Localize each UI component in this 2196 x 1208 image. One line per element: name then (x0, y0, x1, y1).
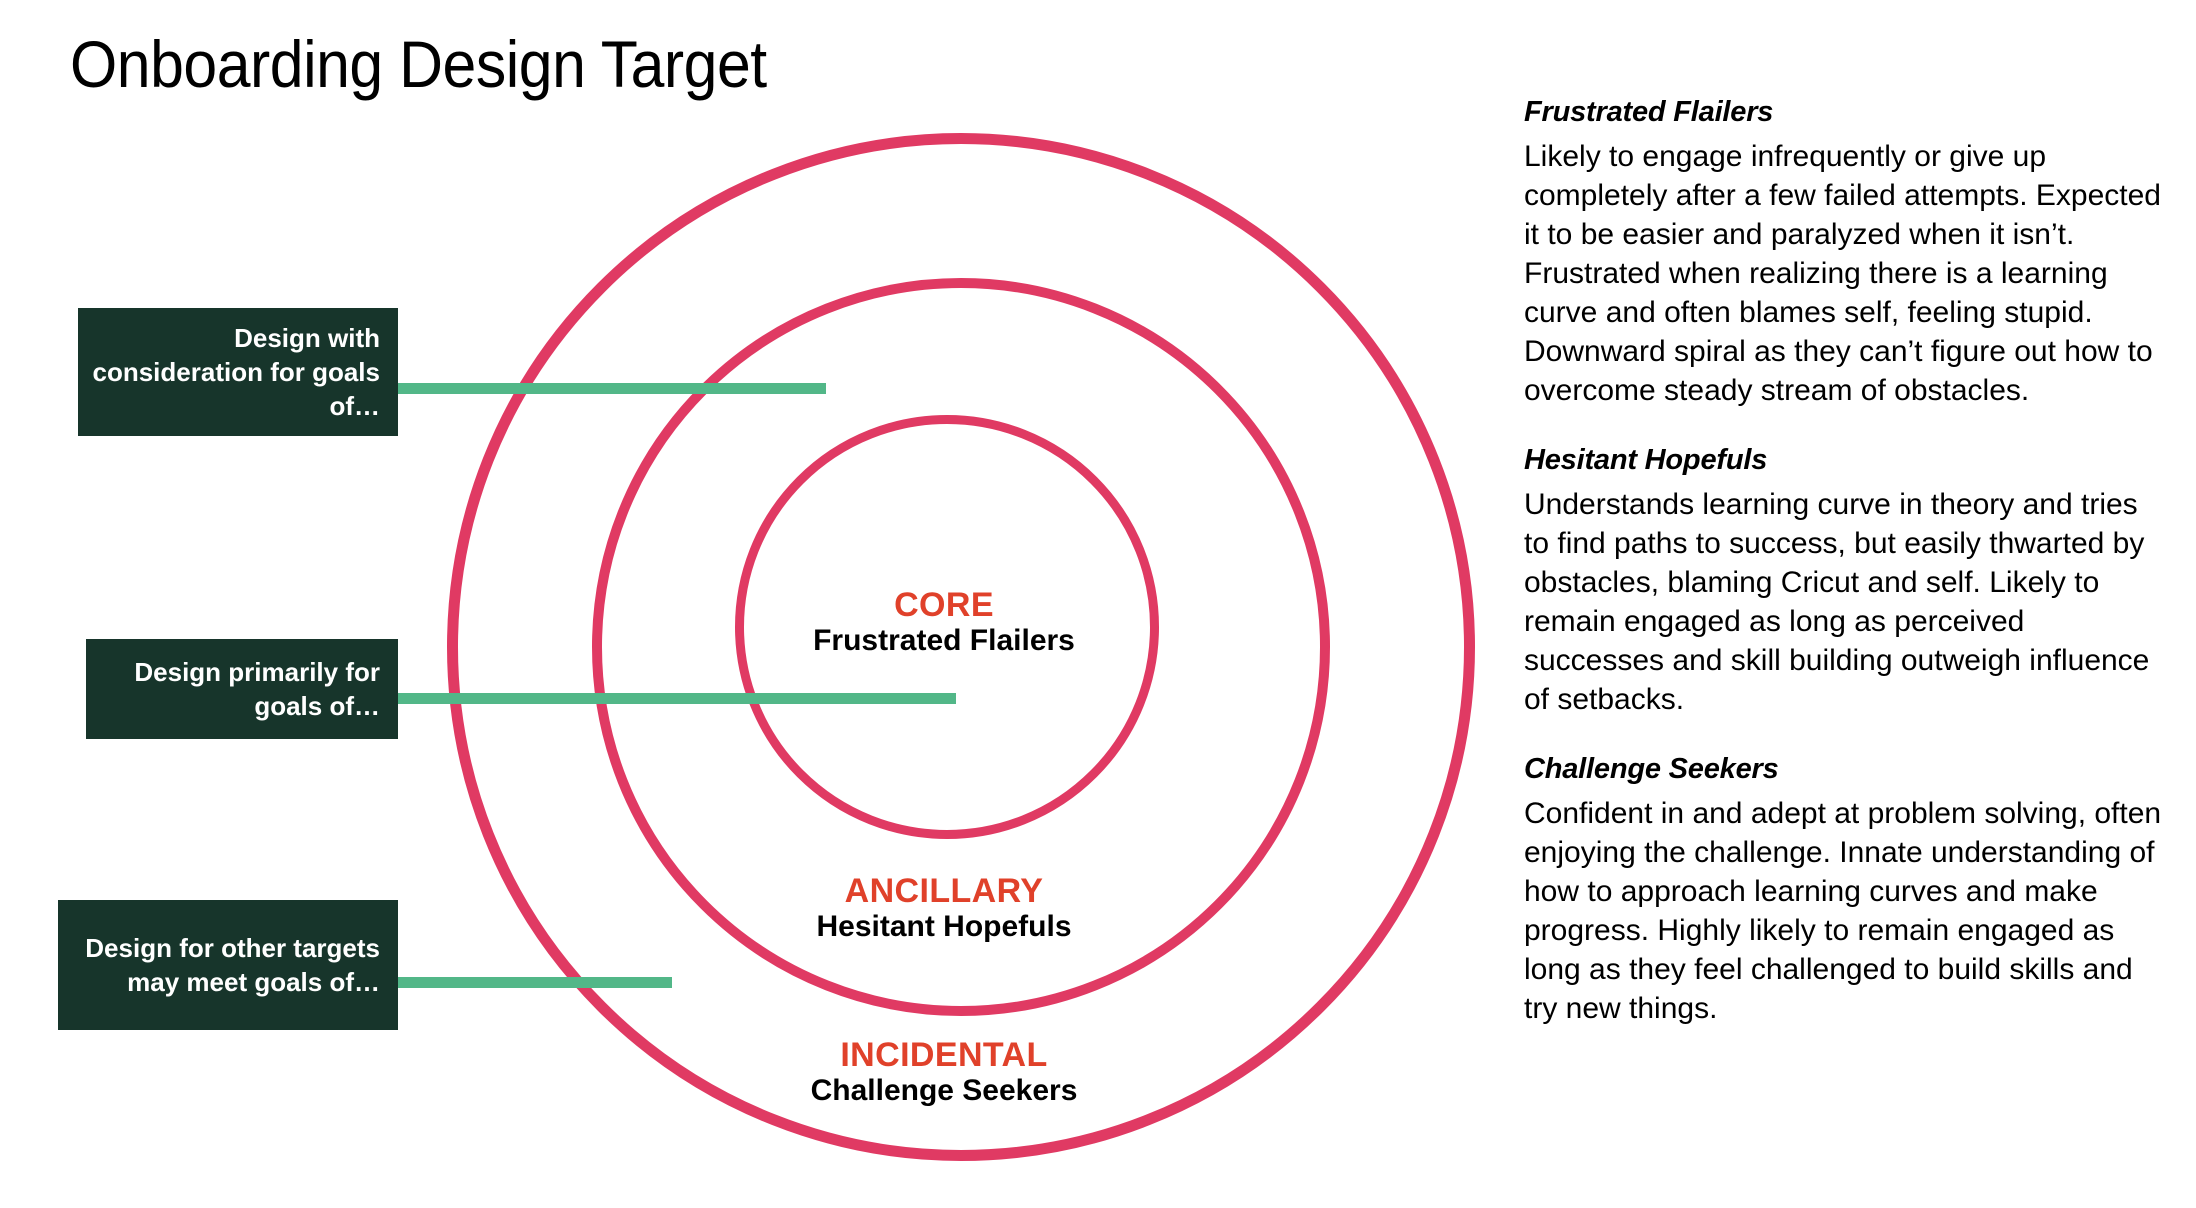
persona-heading-hesitant-hopefuls: Hesitant Hopefuls (1524, 444, 1768, 476)
connector-line-primary (396, 693, 956, 704)
ring-label-core: CORE Frustrated Flailers (774, 586, 1114, 658)
ring-core (735, 415, 1159, 839)
persona-heading-challenge-seekers: Challenge Seekers (1524, 753, 1779, 785)
connector-line-consideration (396, 383, 826, 394)
persona-body-hesitant-hopefuls: Understands learning curve in theory and… (1524, 488, 2150, 716)
persona-block-frustrated-flailers: Frustrated Flailers Likely to engage inf… (1524, 96, 2164, 410)
persona-heading-frustrated-flailers: Frustrated Flailers (1524, 96, 1774, 128)
ring-label-incidental: INCIDENTAL Challenge Seekers (774, 1036, 1114, 1108)
persona-block-hesitant-hopefuls: Hesitant Hopefuls Understands learning c… (1524, 444, 2164, 719)
persona-body-frustrated-flailers: Likely to engage infrequently or give up… (1524, 140, 2161, 407)
ring-persona-ancillary: Hesitant Hopefuls (816, 910, 1072, 944)
ring-persona-incidental: Challenge Seekers (810, 1074, 1078, 1108)
ring-tier-ancillary: ANCILLARY (844, 872, 1044, 910)
ring-ancillary (592, 278, 1330, 1016)
ring-tier-incidental: INCIDENTAL (840, 1036, 1048, 1074)
ring-tier-core: CORE (894, 586, 994, 624)
persona-descriptions-panel: Frustrated Flailers Likely to engage inf… (1524, 96, 2164, 1028)
persona-block-challenge-seekers: Challenge Seekers Confident in and adept… (1524, 753, 2164, 1028)
page-title: Onboarding Design Target (70, 27, 767, 101)
ring-incidental (447, 133, 1475, 1161)
ring-label-ancillary: ANCILLARY Hesitant Hopefuls (774, 872, 1114, 944)
concentric-target-diagram: CORE Frustrated Flailers ANCILLARY Hesit… (58, 133, 1475, 1161)
callout-design-primarily: Design primarily for goals of… (86, 639, 398, 739)
ring-persona-core: Frustrated Flailers (813, 624, 1075, 658)
persona-body-challenge-seekers: Confident in and adept at problem solvin… (1524, 797, 2162, 1025)
callout-design-with-consideration: Design with consideration for goals of… (78, 308, 398, 436)
callout-design-for-other-targets: Design for other targets may meet goals … (58, 900, 398, 1030)
connector-line-other (396, 977, 672, 988)
